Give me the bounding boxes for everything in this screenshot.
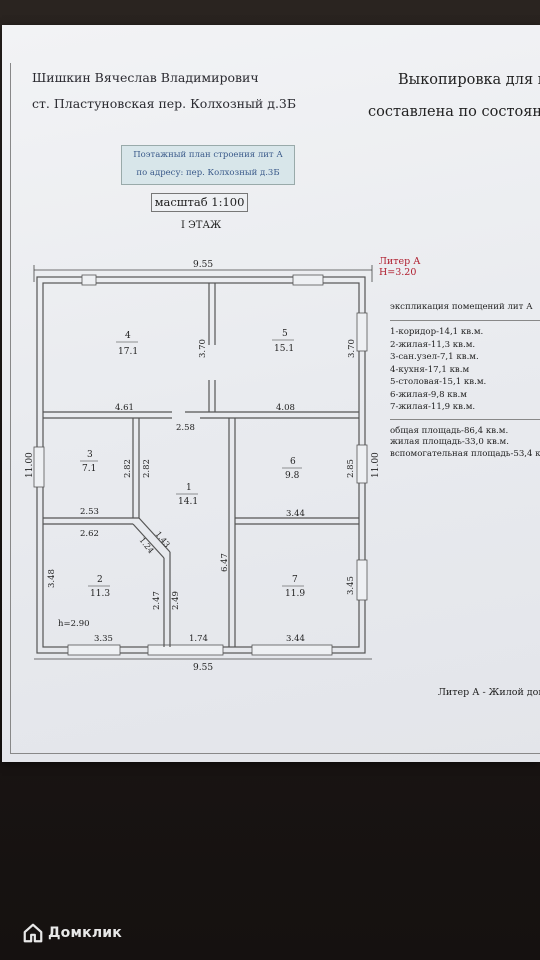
dim-r3-width: 2.53: [80, 507, 99, 517]
dim-bottom-mid: 1.74: [189, 634, 208, 644]
dim-r3-right-b: 2.82: [142, 459, 152, 478]
explication-item: 3-сан.узел-7,1 кв.м.: [390, 352, 479, 362]
window: [251, 644, 333, 656]
dim-r5-height: 3.70: [347, 339, 357, 358]
svg-text:14.1: 14.1: [178, 497, 198, 507]
owner-name: Шишкин Вячеслав Владимирович: [32, 70, 259, 85]
dim-top-total: 9.55: [193, 260, 213, 270]
window: [33, 446, 45, 488]
dim-r2-inner-a: 2.47: [152, 591, 162, 610]
dim-r6-width: 3.44: [286, 509, 305, 519]
dim-corridor-right: 6.47: [220, 553, 230, 572]
dim-r2-height: 3.48: [47, 569, 57, 588]
room-3: 3 7.1: [80, 450, 98, 474]
plan-stamp: Поэтажный план строения лит А по адресу:…: [121, 145, 295, 185]
svg-text:1: 1: [186, 483, 192, 493]
room-6: 6 9.8: [282, 457, 302, 481]
dim-r4-width: 4.61: [115, 403, 134, 413]
dim-bottom-right: 3.44: [286, 634, 305, 644]
explication-item: 5-столовая-15,1 кв.м.: [390, 377, 487, 387]
plan-stamp-line1: Поэтажный план строения лит А: [133, 150, 283, 160]
dim-r2-width-top: 2.62: [80, 529, 99, 539]
litera-height: Н=3.20: [379, 267, 417, 278]
explication: экспликация помещений лит А 1-коридор-14…: [390, 302, 540, 460]
footer-note: Литер А - Жилой дом: [438, 687, 540, 698]
dim-r4-height: 3.70: [198, 339, 208, 358]
room-2: 2 11.3: [88, 575, 110, 599]
dim-bottom-left: 3.35: [94, 634, 113, 644]
dim-bottom-total: 9.55: [193, 663, 213, 673]
area-total: общая площадь-86,4 кв.м.: [390, 425, 509, 436]
litera-label: Литер А: [379, 256, 421, 267]
window: [356, 559, 368, 601]
dim-diag-b: 1.24: [137, 536, 155, 556]
explication-item: 7-жилая-11,9 кв.м.: [390, 402, 476, 412]
scale-label: масштаб 1:100: [151, 193, 248, 212]
owner-address: ст. Пластуновская пер. Колхозный д.3Б: [32, 96, 297, 111]
entrance-door: [147, 644, 224, 656]
svg-text:7.1: 7.1: [82, 464, 96, 474]
document-title: Выкопировка для газ: [398, 72, 540, 88]
window: [356, 444, 368, 484]
svg-text:11.9: 11.9: [285, 589, 305, 599]
plan-stamp-line2: по адресу: пер. Колхозный д.3Б: [136, 168, 280, 178]
room-4: 4 17.1: [116, 331, 138, 357]
window: [292, 274, 324, 286]
dim-r7-right: 3.45: [346, 576, 356, 595]
sheet-frame: [10, 63, 540, 754]
svg-text:11.3: 11.3: [90, 589, 110, 599]
window: [81, 274, 97, 286]
dim-left-total: 11.00: [25, 452, 35, 478]
dim-r3-right-a: 2.82: [123, 459, 133, 478]
dim-r6-right: 2.85: [346, 459, 356, 478]
watermark-text: Домклик: [48, 925, 122, 941]
dim-r2-inner-b: 2.49: [171, 591, 181, 610]
explication-item: 6-жилая-9,8 кв.м: [390, 389, 467, 400]
floor-label: I ЭТАЖ: [181, 220, 222, 231]
explication-item: 1-коридор-14,1 кв.м.: [390, 327, 484, 337]
explication-title: экспликация помещений лит А: [390, 302, 533, 312]
domclick-watermark: Домклик: [22, 922, 122, 944]
inner-height-note: h=2.90: [58, 619, 90, 629]
area-auxiliary: вспомогательная площадь-53,4 кв.м: [390, 448, 540, 459]
svg-text:2: 2: [97, 575, 103, 585]
window: [67, 644, 121, 656]
home-icon: [23, 923, 43, 943]
dim-corridor-top: 2.58: [176, 423, 195, 433]
area-living: жилая площадь-33,0 кв.м.: [390, 437, 509, 447]
window: [356, 312, 368, 352]
dim-r5-width: 4.08: [276, 403, 295, 413]
room-5: 5 15.1: [272, 329, 294, 354]
document-subtitle: составлена по состоянию: [368, 104, 540, 120]
explication-item: 2-жилая-11,3 кв.м.: [390, 339, 476, 350]
svg-text:6: 6: [290, 457, 296, 467]
svg-text:17.1: 17.1: [118, 347, 138, 357]
dim-diag-a: 1.43: [153, 530, 171, 550]
svg-text:15.1: 15.1: [274, 344, 294, 354]
room-1: 1 14.1: [176, 483, 198, 507]
svg-text:5: 5: [282, 329, 288, 339]
explication-item: 4-кухня-17,1 кв.м: [390, 364, 470, 375]
svg-text:3: 3: [87, 450, 93, 460]
svg-text:4: 4: [125, 331, 131, 341]
room-7: 7 11.9: [282, 575, 305, 599]
svg-text:7: 7: [292, 575, 298, 585]
svg-text:9.8: 9.8: [285, 471, 300, 481]
dim-right-total: 11.00: [371, 452, 381, 478]
